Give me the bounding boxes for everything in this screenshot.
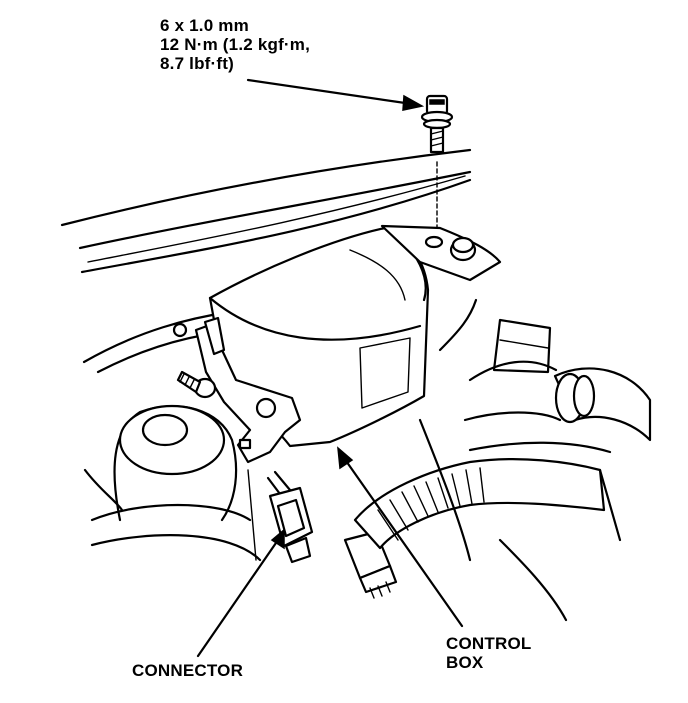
mounting-bracket — [380, 224, 502, 282]
fastener-torque-metric: 12 N·m (1.2 kgf·m, — [160, 35, 311, 54]
engine-details — [247, 298, 622, 622]
hose — [463, 318, 652, 454]
second-connector — [343, 530, 398, 599]
control-box-label-line2: BOX — [446, 653, 484, 672]
connector-assembly — [266, 470, 314, 564]
control-box-label-line1: CONTROL — [446, 634, 532, 653]
fastener-spec-label: 6 x 1.0 mm 12 N·m (1.2 kgf·m, 8.7 lbf·ft… — [160, 16, 310, 73]
flange-bolt — [420, 94, 454, 229]
spec-leader-arrow — [246, 78, 425, 111]
control-box-leader — [337, 446, 464, 628]
strut-tower — [83, 404, 262, 562]
wiring-harness — [353, 458, 606, 550]
side-bolt — [176, 370, 217, 399]
connector-bracket — [172, 316, 302, 464]
fastener-torque-imperial: 8.7 lbf·ft) — [160, 54, 234, 73]
body-panel — [60, 148, 472, 374]
fastener-size: 6 x 1.0 mm — [160, 16, 249, 35]
control-box-label: CONTROL BOX — [446, 634, 531, 672]
connector-leader — [196, 528, 285, 658]
connector-label: CONNECTOR — [132, 661, 244, 680]
